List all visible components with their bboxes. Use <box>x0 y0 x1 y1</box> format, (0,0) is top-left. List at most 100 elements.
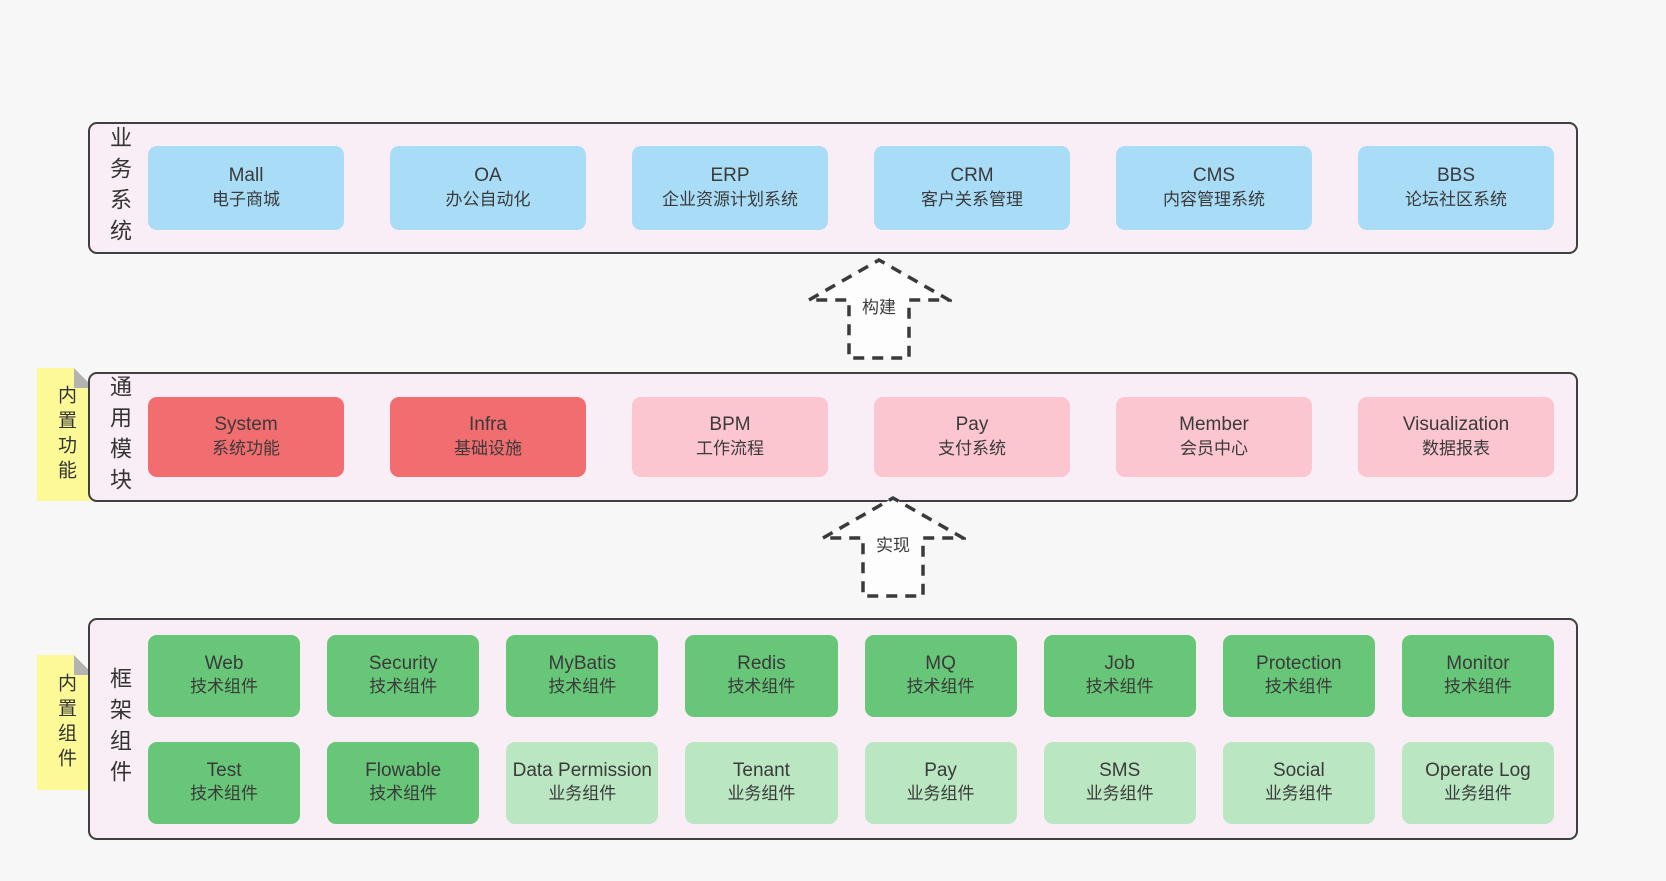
diagram-box-social: Social 业务组件 <box>1222 741 1375 824</box>
diagram-box-mybatis: MyBatis 技术组件 <box>506 634 659 717</box>
box-subtitle: 基础设施 <box>454 438 522 458</box>
box-subtitle: 技术组件 <box>369 677 438 697</box>
diagram-box-redis: Redis 技术组件 <box>685 634 838 717</box>
box-subtitle: 技术组件 <box>727 677 796 697</box>
box-title: CRM <box>950 165 994 187</box>
box-title: Mall <box>228 165 264 187</box>
box-title: Operate Log <box>1425 759 1531 781</box>
box-title: Member <box>1179 414 1249 436</box>
diagram-box-web: Web 技术组件 <box>148 634 301 717</box>
box-title: Tenant <box>732 759 790 781</box>
box-subtitle: 企业资源计划系统 <box>662 189 798 209</box>
diagram-box-security: Security 技术组件 <box>327 634 480 717</box>
box-subtitle: 技术组件 <box>1443 677 1512 697</box>
box-subtitle: 数据报表 <box>1422 438 1490 458</box>
box-title: OA <box>474 165 502 187</box>
box-title: MQ <box>925 652 956 674</box>
box-subtitle: 业务组件 <box>727 784 796 804</box>
diagram-box-data-permission: Data Permission 业务组件 <box>506 741 659 824</box>
box-title: Infra <box>468 414 508 436</box>
box-title: Visualization <box>1402 414 1510 436</box>
box-title: Pay <box>955 414 989 436</box>
diagram-box-protection: Protection 技术组件 <box>1222 634 1375 717</box>
arrow-up-build: 构建 <box>806 256 952 362</box>
box-title: BPM <box>709 414 751 436</box>
box-subtitle: 业务组件 <box>906 784 975 804</box>
box-title: CMS <box>1192 165 1236 187</box>
box-subtitle: 论坛社区系统 <box>1405 189 1507 209</box>
box-subtitle: 业务组件 <box>1443 784 1512 804</box>
box-subtitle: 技术组件 <box>369 784 438 804</box>
box-title: Test <box>206 759 242 781</box>
diagram-box-sms: SMS 业务组件 <box>1043 741 1196 824</box>
box-title: System <box>214 414 278 436</box>
box-title: Job <box>1104 652 1135 674</box>
box-subtitle: 技术组件 <box>1085 677 1154 697</box>
box-subtitle: 会员中心 <box>1180 438 1248 458</box>
sticky-note-label: 内置组件 <box>55 672 76 773</box>
band-label-business-systems: 业务系统 <box>107 126 132 250</box>
diagram-box-tenant: Tenant 业务组件 <box>685 741 838 824</box>
box-title: MyBatis <box>548 652 617 674</box>
box-subtitle: 系统功能 <box>212 438 280 458</box>
box-subtitle: 业务组件 <box>1264 784 1333 804</box>
box-title: Monitor <box>1446 652 1510 674</box>
box-title: BBS <box>1436 165 1476 187</box>
box-title: Pay <box>924 759 957 781</box>
box-subtitle: 电子商城 <box>212 189 280 209</box>
sticky-note-builtin-features: 内置功能 <box>37 368 94 501</box>
box-title: Protection <box>1256 652 1342 674</box>
box-title: ERP <box>710 165 750 187</box>
box-subtitle: 业务组件 <box>1085 784 1154 804</box>
sticky-note-label: 内置功能 <box>55 384 76 485</box>
box-title: Flowable <box>365 759 442 781</box>
diagram-box-monitor: Monitor 技术组件 <box>1401 634 1554 717</box>
box-title: Data Permission <box>512 759 652 781</box>
box-subtitle: 技术组件 <box>1264 677 1333 697</box>
box-subtitle: 工作流程 <box>696 438 764 458</box>
band-label-common-modules: 通用模块 <box>107 375 132 499</box>
diagram-box-operate-log: Operate Log 业务组件 <box>1401 741 1554 824</box>
box-subtitle: 技术组件 <box>548 677 617 697</box>
diagram-box-flowable: Flowable 技术组件 <box>327 741 480 824</box>
box-subtitle: 办公自动化 <box>445 189 531 209</box>
box-subtitle: 支付系统 <box>938 438 1006 458</box>
arrow-up-implement: 实现 <box>820 494 966 600</box>
diagram-box-job: Job 技术组件 <box>1043 634 1196 717</box>
box-title: SMS <box>1099 759 1141 781</box>
box-title: Security <box>368 652 438 674</box>
arrow-label-implement: 实现 <box>873 530 913 557</box>
box-title: Social <box>1272 759 1325 781</box>
box-subtitle: 业务组件 <box>548 784 617 804</box>
box-subtitle: 客户关系管理 <box>921 189 1023 209</box>
box-subtitle: 技术组件 <box>190 677 259 697</box>
box-title: Web <box>204 652 244 674</box>
diagram-box-mq: MQ 技术组件 <box>864 634 1017 717</box>
diagram-box-pay: Pay 业务组件 <box>864 741 1017 824</box>
box-subtitle: 技术组件 <box>906 677 975 697</box>
band-label-framework-components: 框架组件 <box>107 667 132 791</box>
sticky-note-builtin-components: 内置组件 <box>37 655 94 790</box>
box-subtitle: 技术组件 <box>190 784 259 804</box>
box-subtitle: 内容管理系统 <box>1163 189 1265 209</box>
box-title: Redis <box>737 652 786 674</box>
